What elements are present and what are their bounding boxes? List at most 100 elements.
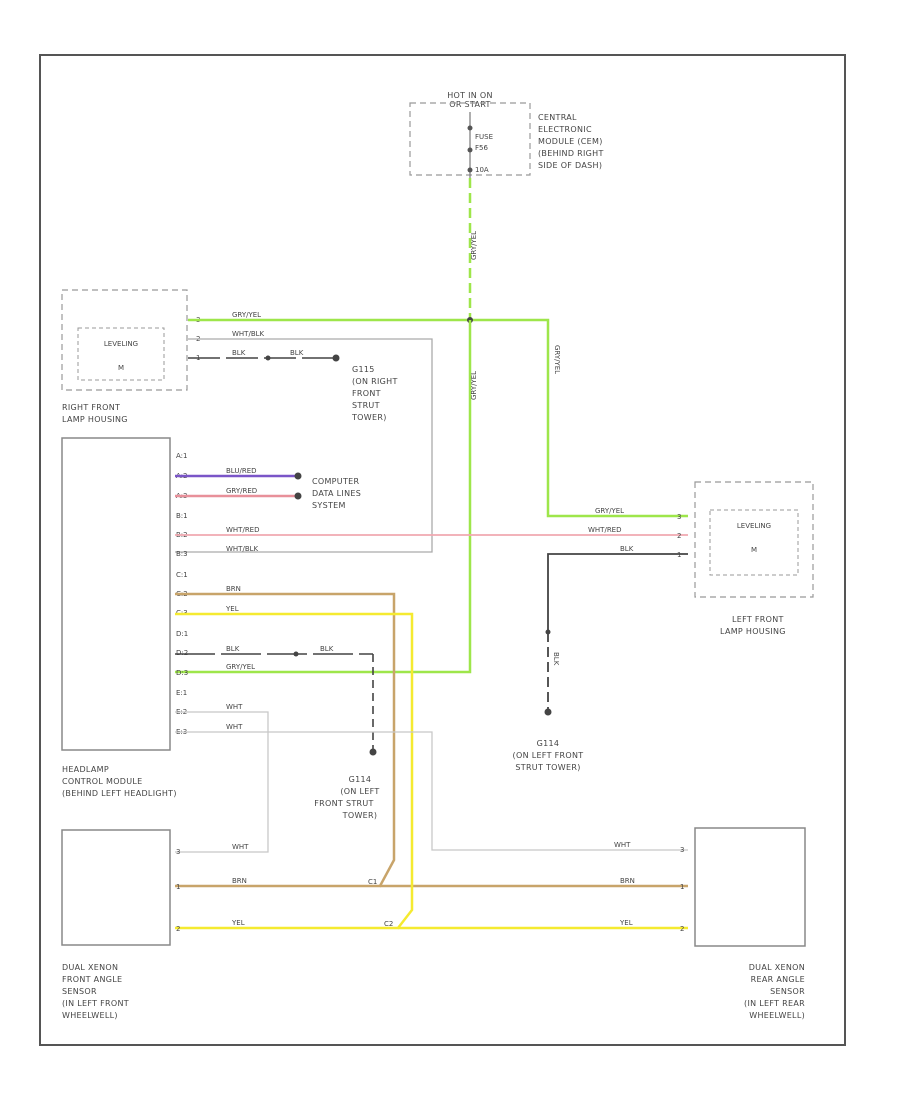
- splice-label: C1: [368, 878, 377, 886]
- ground-right-label: STRUT: [352, 401, 380, 410]
- computer-data-label: DATA LINES: [312, 489, 361, 498]
- wire-label-blk: BLK: [232, 349, 246, 357]
- ground-left-mid-label: TOWER): [342, 811, 378, 820]
- rear-sensor-label: SENSOR: [770, 987, 805, 996]
- front-sensor-label: (IN LEFT FRONT: [62, 999, 129, 1008]
- computer-data-label: SYSTEM: [312, 501, 346, 510]
- wire-label-gry-yel: GRY/YEL: [470, 231, 478, 260]
- left-lamp-pin: 2: [677, 532, 681, 540]
- module-pin: C:1: [176, 571, 188, 579]
- right-lamp-caption: LAMP HOUSING: [62, 415, 128, 424]
- module-pin: D:1: [176, 630, 188, 638]
- headlamp-module-label: HEADLAMP: [62, 765, 109, 774]
- wire-label-wht: WHT: [226, 703, 243, 711]
- ground-left-front-label: STRUT TOWER): [515, 763, 580, 772]
- headlamp-module-label: (BEHIND LEFT HEADLIGHT): [62, 789, 177, 798]
- wire-label-brn: BRN: [620, 877, 635, 885]
- wire-label-yel: YEL: [619, 919, 633, 927]
- wire-label-gry-red: GRY/RED: [226, 487, 257, 495]
- wire-label-brn: BRN: [232, 877, 247, 885]
- front-sensor-label: DUAL XENON: [62, 963, 118, 972]
- wire-label-wht-blk: WHT/BLK: [232, 330, 265, 338]
- computer-data-label: COMPUTER: [312, 477, 360, 486]
- ground-left-mid-label: FRONT STRUT: [314, 799, 373, 808]
- rear-sensor-label: (IN LEFT REAR: [744, 999, 805, 1008]
- wire-brn: [175, 592, 396, 888]
- left-lamp-pin: 3: [677, 513, 681, 521]
- module-pin: B:1: [176, 512, 188, 520]
- wire-blk-left-lamp: [547, 553, 688, 632]
- data-line-connector: [294, 472, 302, 480]
- wire-wht-rear: [175, 731, 688, 851]
- ground-left-mid-label: (ON LEFT: [340, 787, 379, 796]
- central-module-label: ELECTRONIC: [538, 125, 592, 134]
- front-sensor-label: FRONT ANGLE: [62, 975, 122, 984]
- power-label: HOT IN ON: [447, 91, 493, 100]
- fuse-label: 10A: [475, 166, 489, 174]
- wire-label-wht-red: WHT/RED: [226, 526, 260, 534]
- wire-label-yel: YEL: [225, 605, 239, 613]
- rear-sensor-pin: 2: [680, 925, 684, 933]
- central-module-label: CENTRAL: [538, 113, 577, 122]
- module-pin: B:3: [176, 550, 188, 558]
- central-module-label: (BEHIND RIGHT: [538, 149, 604, 158]
- ground-symbol: [369, 748, 377, 756]
- wire-label-blk: BLK: [620, 545, 634, 553]
- module-pin: D:3: [176, 669, 188, 677]
- ground-left-mid-label: G114: [349, 775, 372, 784]
- left-leveling-label: LEVELING: [737, 522, 771, 530]
- central-module-label: MODULE (CEM): [538, 137, 603, 146]
- wire-label-wht: WHT: [232, 843, 249, 851]
- fuse-label: F56: [475, 144, 488, 152]
- wire-label-gry-yel: GRY/YEL: [226, 663, 255, 671]
- ground-left-front-label: G114: [537, 739, 560, 748]
- front-sensor-pin: 1: [176, 883, 180, 891]
- power-label: OR START: [449, 100, 490, 109]
- right-lamp-caption: RIGHT FRONT: [62, 403, 120, 412]
- right-leveling-label: M: [118, 364, 124, 372]
- ground-right-label: G115: [352, 365, 375, 374]
- fuse-label: FUSE: [475, 133, 493, 141]
- fuse-terminal: [467, 147, 473, 153]
- rear-sensor-label: WHEELWELL): [749, 1011, 805, 1020]
- wire-label-wht: WHT: [614, 841, 631, 849]
- right-leveling-motor: [77, 327, 165, 381]
- wire-yel: [175, 612, 414, 930]
- fuse-terminal: [467, 125, 473, 131]
- module-pin: E:1: [176, 689, 187, 697]
- module-pin: D:2: [176, 649, 188, 657]
- rear-sensor-label: DUAL XENON: [749, 963, 805, 972]
- ground-terminal: [293, 651, 299, 657]
- wire-label-blk: BLK: [552, 652, 560, 666]
- wire-label-blk: BLK: [320, 645, 334, 653]
- front-sensor-label: WHEELWELL): [62, 1011, 118, 1020]
- wire-gry-yel-module: [175, 320, 472, 674]
- wire-label-blk: BLK: [226, 645, 240, 653]
- splice-label: C2: [384, 920, 393, 928]
- rear-angle-sensor: [694, 827, 806, 947]
- wire-label-wht-red: WHT/RED: [588, 526, 622, 534]
- wire-label-gry-yel: GRY/YEL: [553, 345, 561, 374]
- front-angle-sensor: [61, 829, 171, 946]
- data-line-connector: [294, 492, 302, 500]
- ground-right-label: (ON RIGHT: [352, 377, 398, 386]
- wire-label-gry-yel: GRY/YEL: [595, 507, 624, 515]
- ground-symbol: [544, 708, 552, 716]
- ground-symbol: [332, 354, 340, 362]
- wire-label-blk: BLK: [290, 349, 304, 357]
- wire-label-wht: WHT: [226, 723, 243, 731]
- ground-left-front-label: (ON LEFT FRONT: [513, 751, 584, 760]
- rear-sensor-pin: 3: [680, 846, 684, 854]
- front-sensor-pin: 3: [176, 848, 180, 856]
- left-lamp-caption: LEFT FRONT: [732, 615, 784, 624]
- fuse-terminal: [467, 167, 473, 173]
- rear-sensor-pin: 1: [680, 883, 684, 891]
- wire-wht-front: [175, 711, 269, 853]
- headlamp-module-label: CONTROL MODULE: [62, 777, 143, 786]
- wire-label-gry-yel: GRY/YEL: [232, 311, 261, 319]
- left-leveling-label: M: [751, 546, 757, 554]
- wire-label-brn: BRN: [226, 585, 241, 593]
- right-leveling-label: LEVELING: [104, 340, 138, 348]
- rear-sensor-label: REAR ANGLE: [751, 975, 805, 984]
